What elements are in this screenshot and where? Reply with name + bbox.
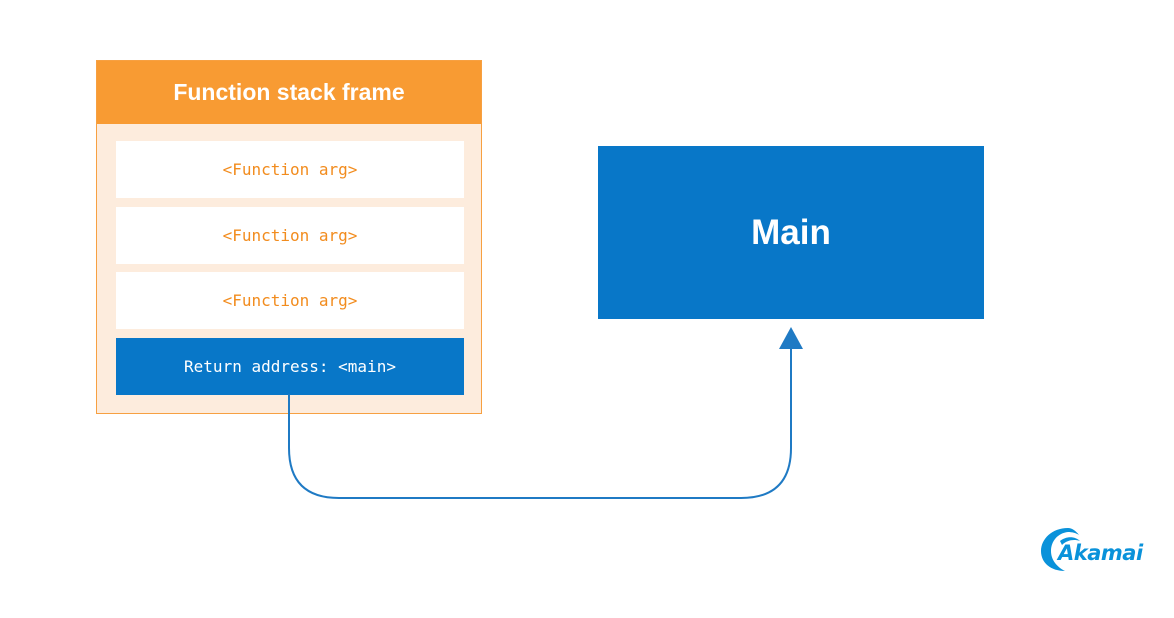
function-stack-frame: Function stack frame <Function arg> <Fun… xyxy=(96,60,482,414)
return-address-slot: Return address: <main> xyxy=(116,338,464,395)
function-arg-slot: <Function arg> xyxy=(116,272,464,329)
akamai-logo-text: Akamai xyxy=(1058,541,1143,565)
akamai-wave-icon xyxy=(1041,528,1080,571)
akamai-logo: Akamai xyxy=(1038,524,1148,574)
return-arrow-head xyxy=(779,327,803,349)
stack-frame-title: Function stack frame xyxy=(97,61,481,124)
function-arg-slot: <Function arg> xyxy=(116,141,464,198)
main-box: Main xyxy=(598,146,984,319)
function-arg-slot: <Function arg> xyxy=(116,207,464,264)
